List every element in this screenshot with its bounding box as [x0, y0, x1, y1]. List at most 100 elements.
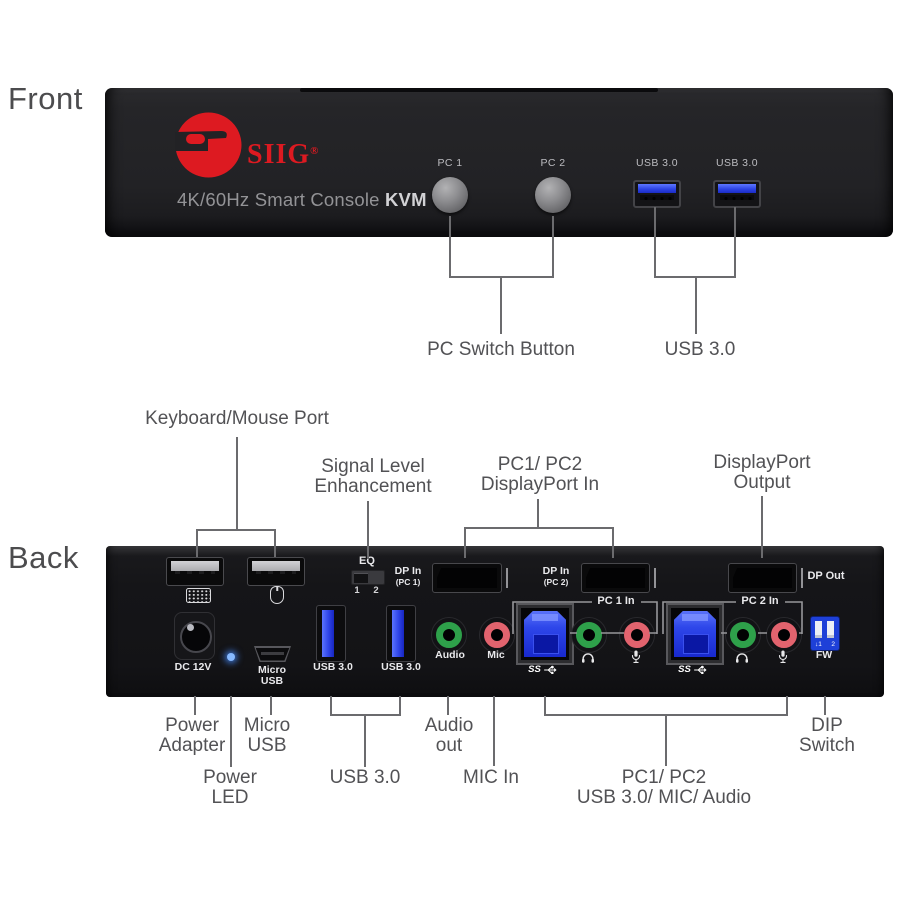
usb-tongue — [638, 184, 676, 193]
jack-ring — [436, 622, 462, 648]
usb-tongue — [392, 610, 404, 657]
callout-usb30-back: USB 3.0 — [329, 767, 401, 788]
callout-dp-output: DisplayPort Output — [713, 453, 810, 493]
usb3-back-port-1 — [316, 605, 346, 662]
callout-dip-switch-line2: Switch — [799, 735, 855, 756]
micro-usb-panel-label: Micro USB — [258, 665, 286, 687]
dp-in-1-line1: DP In — [394, 565, 422, 577]
dip-down-arrow-icon: ↓ — [815, 641, 819, 648]
mouse-icon — [270, 586, 284, 604]
usb3-back-port-2 — [386, 605, 416, 662]
micro-usb-line1: Micro — [257, 664, 287, 676]
front-title: 4K/60Hz Smart Console KVM — [177, 189, 427, 211]
pc1-switch-button — [432, 177, 468, 213]
logo-wordmark: SIIG — [247, 139, 311, 170]
dp-latch — [506, 568, 508, 588]
power-led — [227, 653, 235, 661]
dp-in-2-line2: (PC 2) — [543, 577, 569, 587]
callout-micro-usb: Micro USB — [244, 716, 290, 756]
registered-mark: ® — [310, 145, 319, 157]
callout-micro-usb-line2: USB — [247, 735, 287, 756]
usb-pins — [175, 571, 215, 574]
dip-toggle-1 — [815, 621, 822, 638]
keyboard-usb-port — [166, 557, 224, 586]
callout-signal-level: Signal Level Enhancement — [314, 457, 431, 497]
callout-micro-usb-line1: Micro — [243, 715, 291, 736]
dp-in-1-line2: (PC 1) — [395, 577, 421, 587]
dip-number-1: 1 — [818, 641, 822, 648]
callout-audio-out-line1: Audio — [424, 715, 474, 736]
usb-pins — [256, 571, 296, 574]
callout-dp-in-line2: DisplayPort In — [480, 474, 600, 495]
mouse-usb-port — [247, 557, 305, 586]
mic-in-jack — [479, 617, 515, 653]
usb-b-highlight — [532, 614, 558, 621]
callout-pc-switch-button: PC Switch Button — [427, 339, 575, 360]
ss-text: SS — [528, 664, 541, 675]
dp-latch — [801, 568, 803, 588]
usb-tongue — [718, 184, 756, 193]
dp-out-port — [728, 563, 803, 593]
usb-tongue — [252, 561, 300, 571]
dc-pin — [187, 624, 194, 631]
front-section-label: Front — [8, 81, 83, 116]
callout-usb30-front: USB 3.0 — [664, 339, 736, 360]
back-section-label: Back — [8, 540, 79, 575]
dp-in-2-line1: DP In — [542, 565, 570, 577]
usb-tongue — [171, 561, 219, 571]
usb-b-inner — [533, 634, 559, 654]
pc1-in-label: PC 1 In — [597, 595, 635, 607]
eq-slider-knob — [354, 573, 368, 583]
usb-front-1-label: USB 3.0 — [636, 157, 678, 169]
mic-label: Mic — [487, 649, 505, 661]
pc2-in-label: PC 2 In — [741, 595, 779, 607]
front-title-kvm: KVM — [385, 189, 427, 210]
eq-slider — [351, 570, 385, 585]
front-panel-top-notch — [300, 88, 658, 92]
dip-switch: ↓1 2 — [810, 616, 840, 651]
audio-out-jack — [431, 617, 467, 653]
callout-dp-in: PC1/ PC2 DisplayPort In — [481, 455, 599, 495]
jack-ring — [771, 622, 797, 648]
pc2-headphone-jack — [725, 617, 761, 653]
jack-ring — [730, 622, 756, 648]
callout-dp-output-line2: Output — [733, 472, 791, 493]
callout-audio-out-line2: out — [435, 735, 463, 756]
fw-label: FW — [815, 649, 833, 661]
callout-power-adapter-line1: Power — [165, 715, 219, 736]
dp-in-2-port — [581, 563, 656, 593]
micro-usb-line2: USB — [260, 675, 284, 687]
dp-in-1-port — [432, 563, 508, 593]
callout-mic-in: MIC In — [463, 767, 519, 788]
callout-dip-switch: DIP Switch — [799, 716, 855, 756]
dip-number-2: 2 — [831, 641, 835, 648]
ss-text: SS — [678, 664, 691, 675]
dp-slot — [733, 568, 792, 588]
dp-latch — [654, 568, 656, 588]
dc-ring — [179, 621, 212, 653]
keyboard-icon — [186, 588, 211, 603]
headphone-icon — [582, 652, 595, 664]
ss-usb-icon: SS — [678, 664, 708, 675]
callout-pc-group-line1: PC1/ PC2 — [621, 767, 707, 788]
usb3-port-front-2 — [713, 180, 761, 208]
siig-logo-text: SIIG® — [247, 136, 318, 170]
callout-pc-group-line2: USB 3.0/ MIC/ Audio — [576, 787, 752, 808]
usb-pins — [640, 195, 674, 200]
dc-power-jack — [174, 612, 215, 660]
pc2-usb-b-port — [666, 603, 724, 665]
callout-signal-line2: Enhancement — [314, 476, 432, 497]
callout-power-adapter-line2: Adapter — [158, 735, 226, 756]
dip-toggle-2 — [827, 621, 834, 638]
dip-arrow-1: ↓1 — [815, 641, 822, 648]
callout-keyboard-mouse-port: Keyboard/Mouse Port — [145, 408, 329, 429]
callout-dip-switch-line1: DIP — [811, 715, 843, 736]
usb-front-2-label: USB 3.0 — [716, 157, 758, 169]
pc1-headphone-jack — [571, 617, 607, 653]
callout-power-led-line2: LED — [211, 787, 249, 808]
mic-icon — [778, 650, 788, 664]
callout-dp-output-line1: DisplayPort — [713, 452, 811, 473]
dp-slot — [586, 568, 645, 588]
pc2-mic-jack — [766, 617, 802, 653]
dp-in-2-label: DP In (PC 2) — [543, 566, 570, 588]
